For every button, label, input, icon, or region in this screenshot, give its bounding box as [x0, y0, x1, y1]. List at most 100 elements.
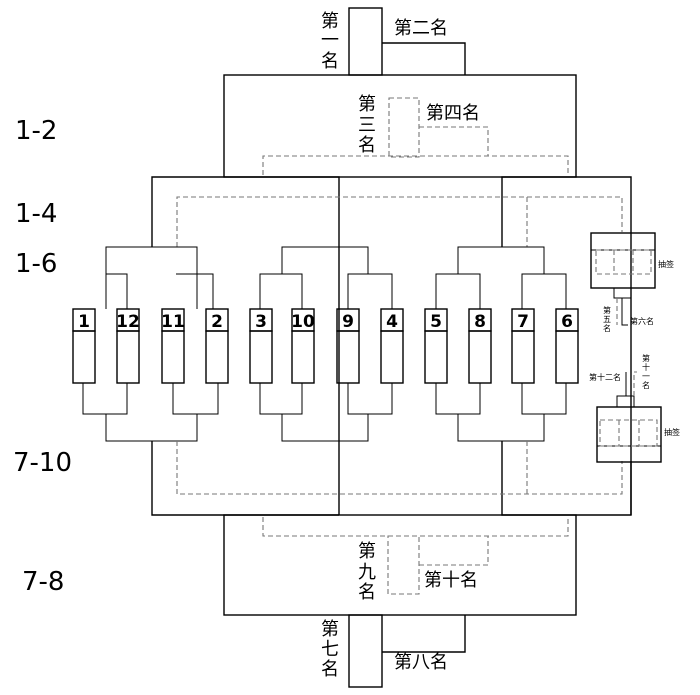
seed-number: 6	[561, 312, 573, 332]
stage-label-7-8: 7-8	[22, 567, 65, 597]
place-11-char-4: 名	[642, 380, 650, 390]
place-12-label: 第十二名	[589, 372, 621, 382]
place-9-char-1: 第	[358, 541, 376, 562]
seed-box: 11	[161, 308, 185, 384]
seed-number: 11	[161, 312, 185, 332]
qf-top-1	[105, 246, 198, 309]
semifinal-right-frame	[501, 176, 632, 515]
qf-bottom-1	[105, 414, 198, 442]
seventh-frame	[223, 514, 577, 616]
final-bottom: 第 七 名 第八名	[223, 514, 577, 688]
champion-slot	[348, 7, 383, 76]
place-8-label: 第八名	[394, 652, 448, 673]
place-11-char-2: 十	[642, 362, 650, 372]
qf-bottom-1-left	[82, 383, 128, 415]
qf-top-3-right	[521, 273, 567, 309]
draw-box-top-frame	[590, 232, 656, 289]
seed-box: 2	[205, 308, 229, 384]
place-3-char-3: 名	[358, 135, 376, 156]
place-1-char-2: 一	[321, 30, 339, 51]
place-5-char-1: 第	[603, 305, 611, 315]
seed-number: 10	[291, 312, 315, 332]
seed-number: 1	[78, 312, 90, 332]
place-7-char-1: 第	[321, 619, 339, 640]
draw-box-top-inner	[595, 249, 652, 275]
seed-number: 9	[342, 312, 354, 332]
place-3-char-2: 三	[358, 115, 376, 136]
seed-number: 12	[116, 312, 140, 332]
stage-label-7-10: 7-10	[13, 448, 73, 478]
qf-bottom-3-right	[521, 383, 567, 415]
place-5-char-3: 名	[603, 323, 611, 333]
seed-box: 3	[249, 308, 273, 384]
stage-label-1-6: 1-6	[15, 249, 58, 279]
draw-box-bottom-frame	[596, 406, 662, 463]
fourth-place-line	[419, 126, 489, 156]
seed-box: 7	[511, 308, 535, 384]
semifinal-loser-link	[262, 155, 569, 175]
seed-number: 7	[517, 312, 529, 332]
qf-top-1-left	[105, 273, 128, 309]
qf-bottom-2-right	[347, 383, 393, 415]
draw-label-bottom: 抽签	[664, 427, 680, 437]
final-top: 第 一 名 第二名	[223, 7, 577, 178]
stage-label-1-2: 1-2	[15, 116, 58, 146]
third-place-top: 第 三 名 第四名	[262, 94, 569, 175]
draw-box-top-stem	[613, 287, 632, 299]
seed-box: 1	[72, 308, 96, 384]
qf-top-2-left	[260, 273, 303, 309]
tenth-place-line	[419, 536, 489, 566]
consolation-left-frame	[151, 441, 339, 516]
consolation-right-frame	[501, 441, 632, 516]
consolation-dashed-bottom	[176, 441, 623, 495]
final-frame	[223, 74, 577, 178]
place-11-char-3: 一	[642, 372, 650, 381]
place-4-label: 第四名	[426, 103, 480, 124]
quarterfinals-bottom	[82, 383, 567, 442]
draw-label-top: 抽签	[658, 259, 674, 269]
seed-box: 6	[555, 308, 579, 384]
seed-number: 2	[211, 312, 223, 332]
qf-top-2-inner	[347, 273, 393, 309]
place-2-label: 第二名	[394, 18, 448, 39]
qf-top-1-inner	[176, 273, 214, 309]
seed-box: 4	[380, 308, 404, 384]
place-5-char-2: 五	[603, 315, 611, 324]
seventh-slot	[348, 614, 383, 688]
qf-top-2	[259, 246, 369, 309]
place-1-char-3: 名	[321, 51, 339, 72]
place-10-label: 第十名	[424, 570, 478, 591]
semifinal-left-frame	[151, 176, 340, 515]
seed-number: 4	[386, 312, 398, 332]
seed-box: 10	[291, 308, 315, 384]
runner-up-line	[382, 42, 466, 75]
stage-label-1-4: 1-4	[15, 199, 58, 229]
seed-box: 9	[336, 308, 360, 384]
qf-bottom-3-left	[435, 383, 481, 415]
ninth-place: 第 九 名 第十名	[262, 517, 569, 603]
place-6-label: 第六名	[630, 316, 654, 326]
qf-bottom-2	[281, 414, 369, 442]
draw-box-top: 抽签 第 五 名 第六名	[590, 232, 674, 333]
qf-bottom-2-left	[259, 383, 303, 415]
consolation-frames	[151, 441, 632, 516]
third-place-slot	[388, 97, 420, 158]
semifinals	[151, 176, 632, 515]
qf-top-3-left	[436, 273, 481, 309]
place-1-char-1: 第	[321, 11, 339, 32]
ninth-slot	[387, 535, 420, 595]
place-3-char-1: 第	[358, 94, 376, 115]
qf-top-3	[435, 246, 545, 309]
seed-box: 12	[116, 308, 140, 384]
qf-bottom-1-right	[172, 383, 219, 415]
draw-box-bottom-inner	[599, 419, 658, 447]
draw-box-bottom: 抽签 第十二名 第 十 一 名	[589, 353, 680, 463]
quarterfinals-top	[105, 246, 567, 309]
qf-bottom-3	[457, 414, 545, 442]
seed-box: 5	[424, 308, 448, 384]
place-9-char-3: 名	[358, 582, 376, 603]
eighth-place-line	[382, 615, 466, 653]
place-9-char-2: 九	[358, 562, 376, 583]
seed-number: 5	[430, 312, 442, 332]
